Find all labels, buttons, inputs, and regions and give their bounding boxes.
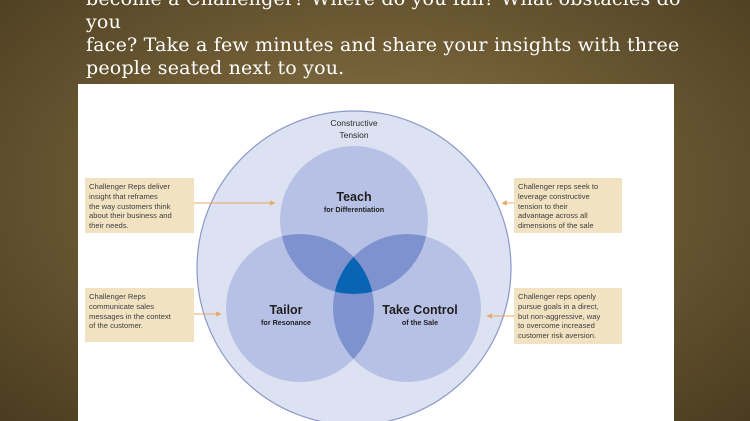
intro-line-1: become a Challenger? Where do you fall? … [86,0,680,33]
control-subtitle: of the Sale [402,318,438,327]
callout-control-line: but non-aggressive, way [518,311,601,321]
callout-tailor-line: Challenger Reps [89,292,146,301]
callout-tension-line: tension to their [518,201,568,211]
outer-label-line1: Constructive [330,118,378,128]
intro-line-3: people seated next to you. [86,57,345,79]
challenger-venn-diagram: Constructive Tension Teach for Different… [194,110,514,421]
slide-intro-text: become a Challenger? Where do you fall? … [86,0,686,80]
outer-label-line2: Tension [339,130,369,140]
callout-tension-line: Challenger reps seek to [518,182,599,191]
callout-tailor-line: communicate sales [89,301,154,311]
callout-teach-line: about their business and [89,211,172,221]
callout-tailor-line: of the customer. [89,321,144,331]
callout-tailor-line: messages in the context [89,311,171,321]
tailor-subtitle: for Resonance [261,318,311,327]
overlap-teach-tailor [280,234,374,294]
callout-control-line: to overcome increased [518,321,595,331]
callout-teach: Challenger Reps deliver insight that ref… [85,178,194,233]
intro-line-2: face? Take a few minutes and share your … [86,34,680,56]
control-title: Take Control [382,303,457,317]
callout-tension-line: advantage across all [518,211,588,221]
diagram-panel: Constructive Tension Teach for Different… [78,84,674,421]
callout-teach-line: insight that reframes [89,191,158,201]
callout-teach-line: their needs. [89,221,129,231]
callout-control-line: pursue goals in a direct, [518,301,599,311]
tailor-title: Tailor [269,303,302,317]
callout-tension: Challenger reps seek to leverage constru… [514,178,622,233]
callout-teach-line: the way customers think [89,201,171,211]
callout-teach-line: Challenger Reps deliver [89,182,171,191]
callout-control-line: Challenger reps openly [518,292,597,301]
callout-tension-line: leverage constructive [518,191,590,201]
teach-title: Teach [336,190,371,204]
callout-tension-line: dimensions of the sale [518,221,594,231]
callout-tailor: Challenger Reps communicate sales messag… [85,288,194,342]
teach-subtitle: for Differentiation [324,205,384,214]
overlap-teach-control [333,234,428,294]
callout-control-line: customer risk aversion. [518,331,597,341]
callout-control: Challenger reps openly pursue goals in a… [514,288,622,344]
